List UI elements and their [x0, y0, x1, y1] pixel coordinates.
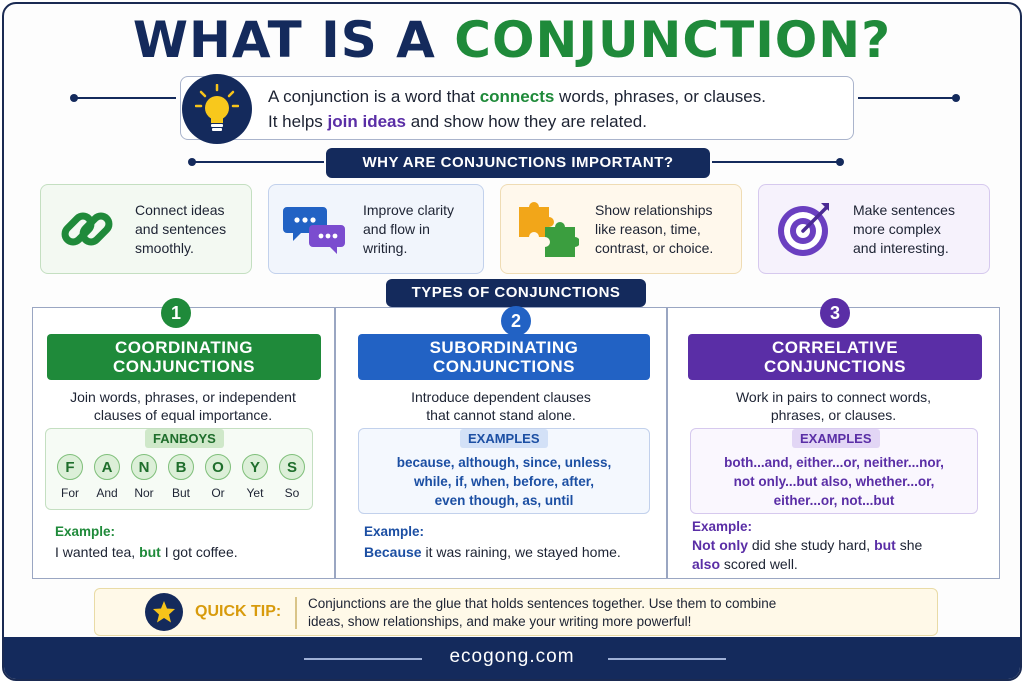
example-sentence: Not only did she study hard, but she als…: [692, 537, 923, 572]
correlative-description: Work in pairs to connect words,phrases, …: [735, 389, 932, 423]
examples-tag: EXAMPLES: [792, 429, 880, 448]
decor-dot: [952, 94, 960, 102]
why-card-complex: Make sentences more complex and interest…: [758, 184, 990, 274]
footer-site: ecogong.com: [449, 646, 575, 667]
decor-line: [608, 658, 726, 660]
divider: [295, 597, 297, 629]
footer: ecogong.com: [4, 637, 1020, 679]
why-card-clarity: Improve clarity and flow in writing.: [268, 184, 484, 274]
decor-line: [858, 97, 954, 99]
chain-link-icon: [55, 197, 119, 261]
correlative-examples-list: both...and, either...or, neither...nor,n…: [724, 455, 944, 508]
definition-box: [180, 76, 854, 140]
number-badge-2: 2: [501, 306, 531, 336]
fanboys-tag: FANBOYS: [145, 429, 224, 448]
examples-tag: EXAMPLES: [460, 429, 548, 448]
decor-dot: [188, 158, 196, 166]
decor-dot: [70, 94, 78, 102]
types-heading: TYPES OF CONJUNCTIONS: [386, 279, 646, 307]
example-label: Example:: [55, 524, 116, 539]
lightbulb-icon: [182, 74, 252, 144]
decor-line: [712, 161, 838, 163]
puzzle-pieces-icon: [515, 197, 579, 261]
speech-bubbles-icon: [283, 197, 347, 261]
number-badge-3: 3: [820, 298, 850, 328]
quick-tip-box: QUICK TIP: Conjunctions are the glue tha…: [94, 588, 938, 636]
page-title: WHAT IS A CONJUNCTION?: [132, 11, 892, 69]
subordinating-examples-list: because, although, since, unless,while, …: [396, 455, 612, 508]
number-badge-1: 1: [161, 298, 191, 328]
decor-dot: [836, 158, 844, 166]
decor-line: [194, 161, 324, 163]
definition-text: A conjunction is a word that connects wo…: [268, 87, 766, 131]
decor-line: [304, 658, 422, 660]
why-card-relationships: Show relationships like reason, time, co…: [500, 184, 742, 274]
target-icon: [773, 197, 837, 261]
why-heading: WHY ARE CONJUNCTIONS IMPORTANT?: [326, 148, 710, 178]
example-sentence: Because it was raining, we stayed home.: [364, 544, 621, 560]
example-sentence: I wanted tea, but I got coffee.: [55, 544, 238, 560]
decor-line: [76, 97, 176, 99]
star-icon: [145, 593, 183, 631]
quick-tip-text: Conjunctions are the glue that holds sen…: [308, 596, 777, 629]
example-label: Example:: [692, 519, 753, 534]
example-label: Example:: [364, 524, 425, 539]
quick-tip-label: QUICK TIP:: [195, 603, 282, 620]
why-card-connect: Connect ideas and sentences smoothly.: [40, 184, 252, 274]
